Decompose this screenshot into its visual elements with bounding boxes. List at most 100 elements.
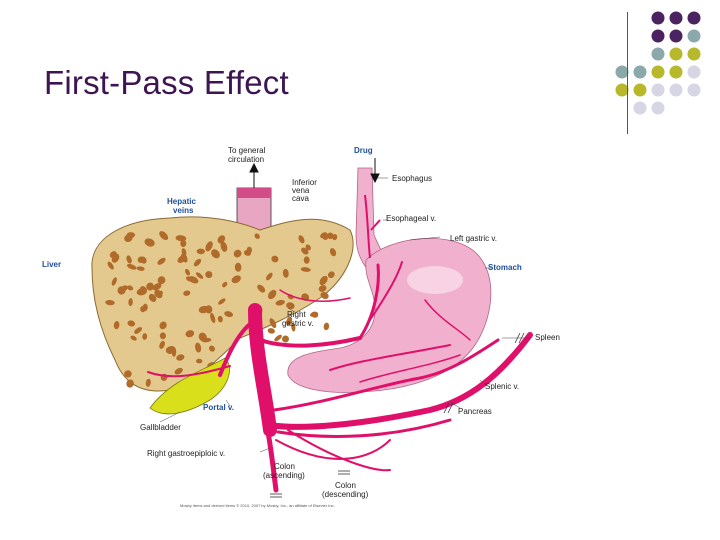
liver-lobule — [198, 305, 209, 314]
liver-lobule — [209, 345, 215, 352]
decor-dot — [669, 65, 683, 79]
liver-lobule — [109, 251, 117, 258]
liver-lobule — [157, 290, 163, 297]
liver-lobule — [159, 231, 169, 241]
label-liver: Liver — [42, 260, 61, 269]
decor-dot — [615, 65, 629, 79]
decor-dot — [633, 83, 647, 97]
liver-lobule — [157, 276, 166, 285]
liver-lobule — [144, 238, 155, 247]
liver-lobule — [282, 268, 289, 278]
liver-lobule — [233, 249, 242, 258]
liver-lobule — [180, 239, 187, 248]
decor-dot — [651, 65, 665, 79]
slide-title: First-Pass Effect — [44, 64, 289, 101]
liver-lobule — [205, 271, 213, 279]
decor-dot — [687, 65, 701, 79]
label-drug: Drug — [354, 146, 373, 155]
liver-lobule — [127, 285, 134, 291]
label-colon-ascending: Colon — [274, 462, 295, 471]
liver-lobule — [117, 286, 126, 295]
liver-lobule — [181, 248, 187, 256]
liver-lobules — [105, 231, 338, 388]
label-to-general-circulation-2: circulation — [228, 155, 264, 164]
label-right-gastric-v: Right — [287, 310, 306, 319]
liver-lobule — [142, 303, 148, 312]
liver-lobule — [217, 315, 223, 323]
liver-lobule — [327, 232, 334, 240]
liver-lobule — [128, 298, 133, 307]
decor-dot — [615, 83, 629, 97]
decor-dot — [687, 29, 701, 43]
label-spleen: Spleen — [535, 333, 560, 342]
label-left-gastric-v: Left gastric v. — [450, 234, 497, 243]
liver-lobule — [320, 291, 329, 300]
label-hepatic-veins-2: veins — [173, 206, 194, 215]
decor-dot — [651, 101, 665, 115]
liver-lobule — [159, 321, 167, 330]
portal-venous-system — [147, 261, 533, 493]
liver-lobule — [126, 232, 136, 238]
liver-lobule — [185, 276, 193, 282]
liver-lobule — [224, 311, 233, 318]
liver-lobule — [140, 286, 147, 292]
decor-dot — [669, 83, 683, 97]
liver-lobule — [305, 244, 311, 251]
label-pancreas: Pancreas — [458, 407, 492, 416]
liver-lobule — [148, 293, 157, 302]
liver-lobule — [220, 241, 228, 252]
label-hepatic-veins: Hepatic — [167, 197, 196, 206]
liver-lobule — [319, 275, 328, 286]
first-pass-diagram: To general circulation Drug Inferior ven… — [42, 146, 560, 508]
decor-dot — [687, 83, 701, 97]
decor-dot — [633, 101, 647, 115]
liver-lobule — [152, 283, 162, 291]
label-right-gastroepiploic-v: Right gastroepiploic v. — [147, 449, 225, 458]
liver-lobule — [267, 328, 275, 334]
liver-lobule — [210, 312, 216, 324]
liver-lobule — [127, 320, 136, 327]
liver-lobule — [124, 370, 132, 378]
decor-dot — [651, 29, 665, 43]
liver-lobule — [177, 254, 187, 264]
liver-lobule — [196, 248, 205, 255]
liver-lobule — [254, 233, 260, 239]
label-to-general-circulation: To general — [228, 146, 266, 155]
liver-lobule — [265, 272, 273, 281]
decor-dot — [669, 11, 683, 25]
liver-lobule — [298, 235, 305, 244]
decor-dot — [687, 11, 701, 25]
liver-lobule — [275, 299, 285, 306]
label-colon-ascending-2: (ascending) — [263, 471, 305, 480]
decor-dot — [651, 83, 665, 97]
liver-lobule — [218, 298, 226, 305]
decorative-vertical-line — [627, 12, 628, 134]
liver-lobule — [193, 258, 202, 267]
liver-lobule — [146, 282, 154, 291]
liver-lobule — [105, 299, 115, 306]
decor-dot — [651, 47, 665, 61]
liver-lobule — [107, 261, 114, 270]
liver-lobule — [126, 379, 134, 388]
liver-lobule — [175, 235, 187, 242]
liver-lobule — [145, 378, 151, 387]
liver-lobule — [136, 266, 145, 271]
liver — [91, 216, 354, 392]
liver-lobule — [195, 342, 202, 353]
label-colon-descending-2: (descending) — [322, 490, 369, 499]
liver-lobule — [126, 255, 132, 264]
label-portal-v: Portal v. — [203, 403, 234, 412]
liver-lobule — [311, 311, 319, 318]
liver-lobule — [274, 334, 282, 342]
liver-lobule — [217, 235, 226, 244]
image-credit: Mosby items and derived items © 2010, 20… — [180, 503, 335, 508]
decor-dot — [651, 11, 665, 25]
label-right-gastric-v-2: gastric v. — [282, 319, 313, 328]
label-esophageal-v: Esophageal v. — [386, 214, 436, 223]
decor-dot — [669, 29, 683, 43]
liver-lobule — [195, 272, 204, 279]
liver-lobule — [222, 281, 228, 288]
label-splenic-v: Splenic v. — [485, 382, 519, 391]
liver-lobule — [269, 318, 277, 329]
liver-lobule — [291, 322, 296, 332]
